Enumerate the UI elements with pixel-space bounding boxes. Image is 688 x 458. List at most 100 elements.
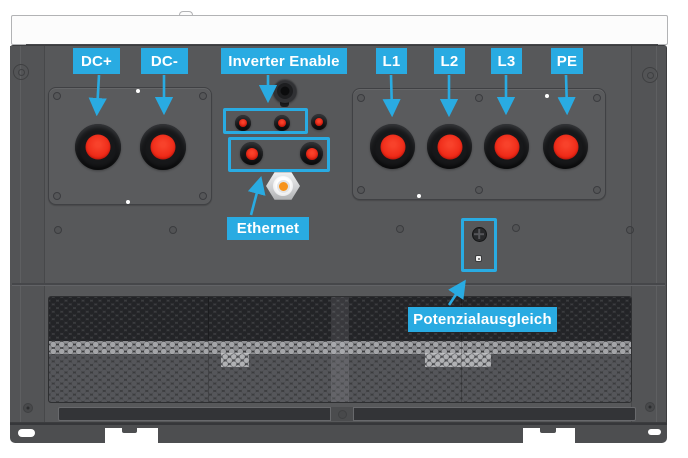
label-pe-text: PE — [556, 52, 578, 70]
label-dc-minus: DC- — [141, 48, 188, 74]
panel-screw-hole — [475, 186, 483, 194]
dc-plus-connector — [75, 124, 121, 170]
label-l1-text: L1 — [382, 52, 401, 70]
panel-screw-hole — [593, 94, 601, 102]
label-inverter-enable: Inverter Enable — [221, 48, 347, 74]
io-medium-contact — [305, 147, 318, 160]
l1-contact — [380, 134, 405, 159]
dc-minus-connector — [140, 124, 186, 170]
panel-screw-hole — [199, 192, 207, 200]
bracket-notch — [179, 11, 193, 17]
label-l2: L2 — [434, 48, 465, 74]
label-l3: L3 — [491, 48, 522, 74]
vent-bright-cluster — [221, 353, 249, 367]
ventilation-grille — [48, 296, 632, 403]
label-l3-text: L3 — [497, 52, 516, 70]
rail-screw-bottom-right — [645, 402, 655, 412]
l2-contact — [437, 134, 462, 159]
l1-connector — [370, 124, 415, 169]
label-pe: PE — [551, 48, 583, 74]
io-small-contact — [278, 119, 286, 127]
pe-contact — [553, 134, 578, 159]
l2-connector — [427, 124, 472, 169]
alignment-dot — [126, 200, 130, 204]
label-inverter-enable-text: Inverter Enable — [228, 52, 340, 70]
groove-screw — [337, 409, 347, 419]
vent-center-strip — [331, 297, 349, 402]
io-connector-small-2 — [274, 115, 290, 131]
foot-notch-left — [105, 428, 158, 443]
left-rail-seam — [44, 46, 45, 422]
io-connector-small-3 — [311, 114, 327, 130]
body-screw-hole — [512, 224, 520, 232]
dc-minus-contact — [150, 134, 176, 160]
l3-contact — [494, 134, 519, 159]
ground-highlight-box — [461, 218, 497, 272]
rail-screw-dot — [26, 406, 30, 410]
body-groove-line — [12, 283, 665, 285]
rail-screw-bottom-left — [23, 403, 33, 413]
ethernet-port-center — [276, 179, 290, 193]
panel-screw-hole — [199, 92, 207, 100]
io-highlight-box-bottom — [228, 137, 330, 172]
alignment-dot — [417, 194, 421, 198]
label-dc-plus: DC+ — [73, 48, 120, 74]
pe-connector — [543, 124, 588, 169]
label-l1: L1 — [376, 48, 407, 74]
screw-boss-top-right — [642, 67, 658, 83]
body-screw-hole — [396, 225, 404, 233]
top-mounting-bracket — [11, 15, 668, 45]
panel-screw-hole — [53, 192, 61, 200]
vent-light-band — [49, 341, 631, 354]
inverter-enable-core — [280, 86, 290, 96]
io-medium-contact — [245, 147, 258, 160]
body-groove-highlight — [12, 285, 665, 286]
vent-bright-cluster — [425, 353, 491, 367]
label-dc-minus-text: DC- — [150, 52, 179, 70]
dc-connector-panel — [48, 87, 212, 205]
alignment-dot — [545, 94, 549, 98]
panel-screw-hole — [357, 94, 365, 102]
panel-screw-hole — [475, 94, 483, 102]
right-rail-seam — [631, 46, 632, 422]
rail-screw-dot — [648, 405, 652, 409]
io-connector-small-1 — [235, 115, 251, 131]
panel-screw-hole — [53, 92, 61, 100]
potential-equalization-dot — [475, 255, 482, 262]
vent-seam — [208, 297, 209, 402]
label-ethernet-text: Ethernet — [236, 220, 300, 237]
io-small-contact — [315, 118, 323, 126]
io-highlight-box-top — [223, 108, 308, 134]
body-screw-hole — [54, 226, 62, 234]
corner-slot-left — [18, 429, 35, 437]
potential-equalization-screw — [471, 226, 487, 242]
left-side-rail — [10, 46, 45, 422]
l3-connector — [484, 124, 529, 169]
bottom-flange — [10, 423, 667, 443]
label-ethernet: Ethernet — [227, 217, 309, 240]
io-connector-medium-1 — [240, 142, 263, 165]
foot-tab-left — [122, 428, 137, 433]
label-dc-plus-text: DC+ — [80, 52, 113, 70]
right-rail-highlight — [656, 46, 657, 422]
screw-boss-top-right-inner — [646, 71, 654, 79]
label-l2-text: L2 — [440, 52, 459, 70]
panel-screw-hole — [357, 186, 365, 194]
alignment-dot — [136, 89, 140, 93]
inverter-enable-connector — [273, 79, 297, 103]
vent-lower-band — [49, 354, 631, 402]
corner-slot-right — [648, 429, 661, 435]
label-potential-equalization: Potenzialausgleich — [408, 307, 557, 332]
right-side-rail — [632, 46, 666, 422]
screw-boss-top-left-inner — [17, 68, 25, 76]
foot-notch-right — [523, 428, 575, 443]
label-potential-equalization-text: Potenzialausgleich — [413, 311, 552, 328]
foot-tab-right — [540, 428, 556, 433]
body-screw-hole — [626, 226, 634, 234]
dc-plus-contact — [85, 134, 111, 160]
io-connector-medium-2 — [300, 142, 323, 165]
body-screw-hole — [169, 226, 177, 234]
screw-boss-top-left — [13, 64, 29, 80]
vent-seam — [461, 297, 462, 402]
